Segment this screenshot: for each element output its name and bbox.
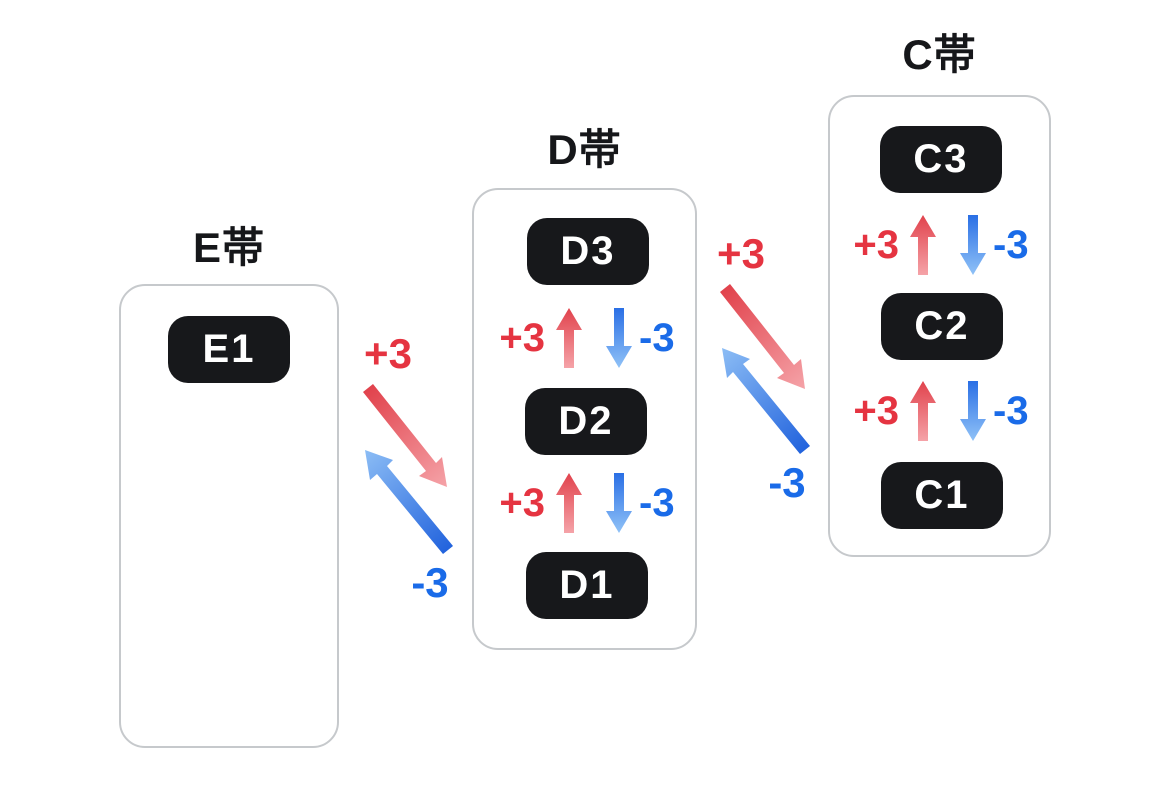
demote-label: -3 xyxy=(993,389,1029,433)
promote-up-arrow-icon xyxy=(910,215,937,275)
demote-down-arrow-icon xyxy=(960,215,987,275)
promote-label: +3 xyxy=(499,316,546,360)
demote-down-arrow-icon xyxy=(606,473,633,533)
promote-up-arrow-icon xyxy=(910,381,937,441)
band-title-c: C帯 xyxy=(902,31,977,78)
promote-arrow-e1-d1 xyxy=(363,384,447,487)
demote-down-arrow-icon xyxy=(606,308,633,368)
transition-group-c2-c3: +3 -3 xyxy=(821,213,1061,277)
rank-badge-c1: C1 xyxy=(881,462,1003,529)
promote-label: +3 xyxy=(853,223,900,267)
demote-label: -3 xyxy=(639,481,675,525)
rank-badge-d1: D1 xyxy=(526,552,648,619)
promote-up-arrow-icon xyxy=(556,308,583,368)
demote-label: -3 xyxy=(993,223,1029,267)
promote-label-e1-d1: +3 xyxy=(364,330,412,377)
demote-arrow-d1-e1 xyxy=(365,450,453,554)
promote-arrow-d3-c1 xyxy=(720,284,805,389)
promote-label: +3 xyxy=(853,389,900,433)
rank-badge-c2: C2 xyxy=(881,293,1003,360)
band-title-e: E帯 xyxy=(192,224,265,271)
demote-down-arrow-icon xyxy=(960,381,987,441)
band-title-d: D帯 xyxy=(547,126,622,173)
promote-label-d3-c1: +3 xyxy=(717,230,765,277)
demote-arrow-c1-d3 xyxy=(722,348,810,454)
rank-badge-e1: E1 xyxy=(168,316,290,383)
promote-up-arrow-icon xyxy=(556,473,583,533)
demote-label-c1-d3: -3 xyxy=(768,459,806,506)
rank-badge-d3: D3 xyxy=(527,218,649,285)
rank-badge-c3: C3 xyxy=(880,126,1002,193)
transition-group-d2-d3: +3 -3 xyxy=(467,306,707,370)
transition-group-c1-c2: +3 -3 xyxy=(821,379,1061,443)
promote-label: +3 xyxy=(499,481,546,525)
demote-label-d1-e1: -3 xyxy=(411,559,449,606)
rank-badge-d2: D2 xyxy=(525,388,647,455)
transition-group-d1-d2: +3 -3 xyxy=(467,471,707,535)
demote-label: -3 xyxy=(639,316,675,360)
